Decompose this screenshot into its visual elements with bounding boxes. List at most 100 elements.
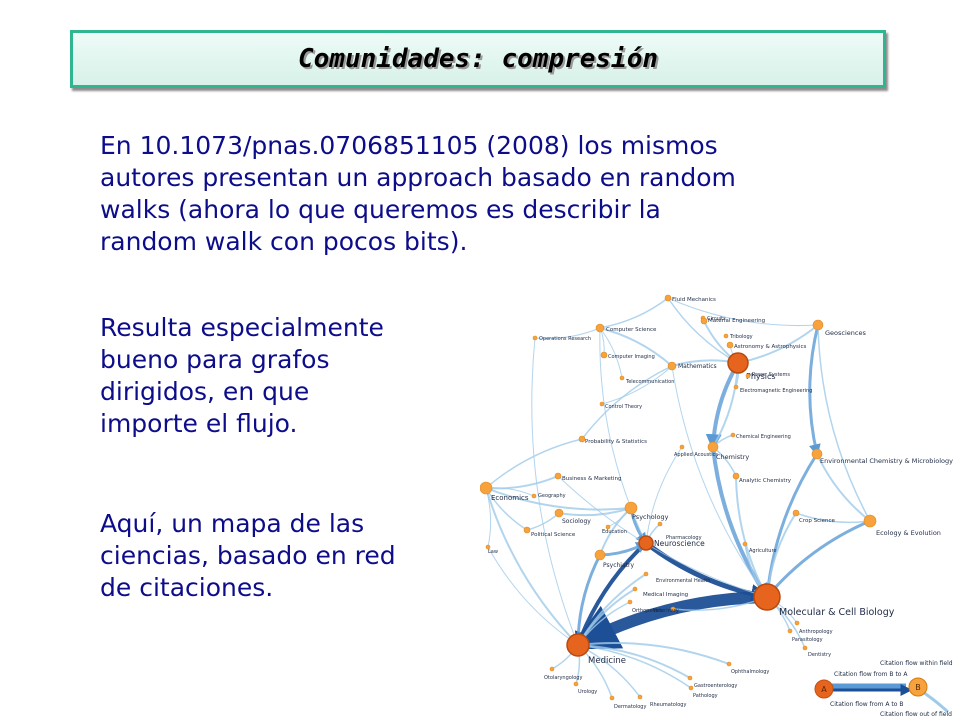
edge-mathematics-to-molecular-and-cell-biology [671, 365, 768, 598]
node-power-systems [745, 373, 751, 379]
edge-telecommunication-to-computer-science [599, 327, 623, 379]
node-label-applied-acoustics: Applied Acoustics [674, 452, 718, 458]
node-label-rheumatology: Rheumatology [650, 702, 686, 708]
node-label-chemical-engineering: Chemical Engineering [736, 434, 791, 440]
node-label-sociology: Sociology [562, 518, 591, 525]
intro-paragraph: En 10.1073/pnas.0706851105 (2008) los mi… [100, 131, 736, 256]
node-economics [480, 481, 493, 495]
node-label-tribology: Tribology [729, 334, 753, 340]
edge-ecology-and-evolution-to-molecular-and-cell-biology [765, 519, 872, 599]
node-control-theory [599, 401, 605, 407]
node-label-geography: Geography [538, 493, 566, 499]
node-label-dentistry: Dentistry [808, 652, 831, 658]
edge-sociology-to-psychology [558, 507, 632, 517]
node-label-power-systems: Power Systems [752, 372, 790, 378]
edge-neuroscience-to-molecular-and-cell-biology [643, 540, 771, 604]
node-fluid-mechanics [664, 294, 672, 302]
node-label-physics: Physics [746, 372, 776, 381]
edge-ophthalmology-to-medicine [577, 641, 730, 665]
node-applied-acoustics [679, 444, 685, 450]
node-physics [727, 352, 749, 374]
edge-environmental-chemistry-and-microbiology-to-molecular-and-cell-biology [761, 452, 819, 600]
node-urology [573, 681, 579, 687]
edge-probability-and-statistics-to-economics [485, 438, 583, 489]
legend-flow-b-to-a-label: Citation flow from B to A [834, 671, 908, 678]
node-mathematics [667, 361, 677, 371]
edge-analytic-chemistry-to-molecular-and-cell-biology [735, 475, 768, 598]
node-rheumatology [637, 694, 643, 700]
node-political-science [523, 526, 531, 534]
directed-graphs-paragraph: Resulta especialmente bueno para grafos … [100, 313, 384, 438]
node-analytic-chemistry [732, 472, 740, 480]
edge-fluid-mechanics-to-geosciences [667, 297, 819, 327]
node-astronomy-and-astrophysics [726, 341, 734, 349]
node-label-agriculture: Agriculture [749, 548, 777, 554]
node-label-law: Law [488, 549, 498, 555]
node-label-geosciences: Geosciences [825, 329, 866, 337]
legend-flow-out-label: Citation flow out of field [880, 711, 952, 718]
edge-operations-research-to-medicine [531, 337, 579, 646]
node-sociology [554, 508, 564, 518]
node-label-operations-research: Operations Research [539, 336, 591, 342]
node-label-pathology: Pathology [693, 693, 718, 699]
node-label-telecommunication: Telecommunication [625, 379, 674, 385]
node-label-economics: Economics [491, 494, 529, 502]
edge-pathology-to-medicine [577, 644, 692, 689]
node-label-otolaryngology: Otolaryngology [544, 675, 582, 681]
node-pathology [688, 685, 694, 691]
node-electromagnetic-engineering [733, 384, 739, 390]
node-label-veterinary: Veterinary [653, 608, 679, 614]
node-medical-imaging [632, 586, 638, 592]
node-material-engineering [700, 317, 708, 325]
edge-applied-acoustics-to-neuroscience [645, 446, 683, 544]
node-anthropology [794, 620, 800, 626]
node-label-dermatology: Dermatology [614, 704, 646, 710]
node-label-ophthalmology: Ophthalmology [731, 669, 769, 675]
edge-operations-research-to-computer-science [534, 327, 601, 339]
edge-business-and-marketing-to-molecular-and-cell-biology [557, 475, 768, 598]
node-agriculture [742, 541, 748, 547]
node-crop-science [792, 509, 800, 517]
node-computer-imaging [600, 351, 608, 359]
node-label-electromagnetic-engineering: Electromagnetic Engineering [740, 388, 812, 394]
node-label-astronomy-and-astrophysics: Astronomy & Astrophysics [734, 344, 806, 350]
node-label-business-and-marketing: Business & Marketing [562, 476, 621, 482]
edge-crop-science-to-ecology-and-evolution [795, 512, 871, 524]
node-chemistry [707, 441, 719, 453]
node-psychiatry [594, 549, 606, 561]
node-education [605, 524, 611, 530]
node-molecular-and-cell-biology [753, 583, 781, 611]
citation-legend: A B Citation flow from B to A Citation f… [814, 660, 953, 718]
node-label-environmental-health: Environmental Health [656, 578, 710, 584]
node-geography [531, 493, 537, 499]
edge-geosciences-to-ecology-and-evolution [817, 324, 871, 522]
node-label-neuroscience: Neuroscience [654, 539, 705, 548]
edge-economics-to-psychology [485, 487, 632, 511]
node-environmental-chemistry-and-microbiology [811, 448, 823, 460]
node-label-pharmacology: Pharmacology [666, 535, 702, 541]
node-label-medicine: Medicine [588, 656, 626, 666]
node-tribology [723, 333, 729, 339]
node-operations-research [532, 335, 538, 341]
legend-node-b-label: B [915, 683, 921, 692]
node-label-computer-imaging: Computer Imaging [608, 354, 655, 360]
node-label-environmental-chemistry-and-microbiology: Environmental Chemistry & Microbiology [820, 457, 953, 465]
legend-node-b [908, 677, 928, 697]
edge-law-to-economics [485, 487, 492, 548]
node-geosciences [812, 319, 824, 331]
node-label-medical-imaging: Medical Imaging [643, 592, 688, 598]
node-label-political-science: Political Science [531, 532, 576, 538]
edge-law-to-medicine [487, 546, 579, 646]
node-label-crop-science: Crop Science [799, 518, 836, 524]
edge-economics-to-medicine [485, 487, 579, 646]
node-label-urology: Urology [578, 689, 597, 695]
node-label-gastroenterology: Gastroenterology [694, 683, 737, 689]
node-label-material-engineering: Material Engineering [708, 318, 765, 324]
slide-title-box: Comunidades: compresión [70, 30, 886, 88]
edge-molecular-and-cell-biology-to-medicine [569, 591, 773, 651]
node-telecommunication [619, 375, 625, 381]
node-label-chemistry: Chemistry [716, 453, 749, 461]
node-label-computer-science: Computer Science [606, 327, 657, 333]
node-label-orthopedics: Orthopedics [632, 608, 663, 614]
node-psychology [624, 501, 638, 515]
